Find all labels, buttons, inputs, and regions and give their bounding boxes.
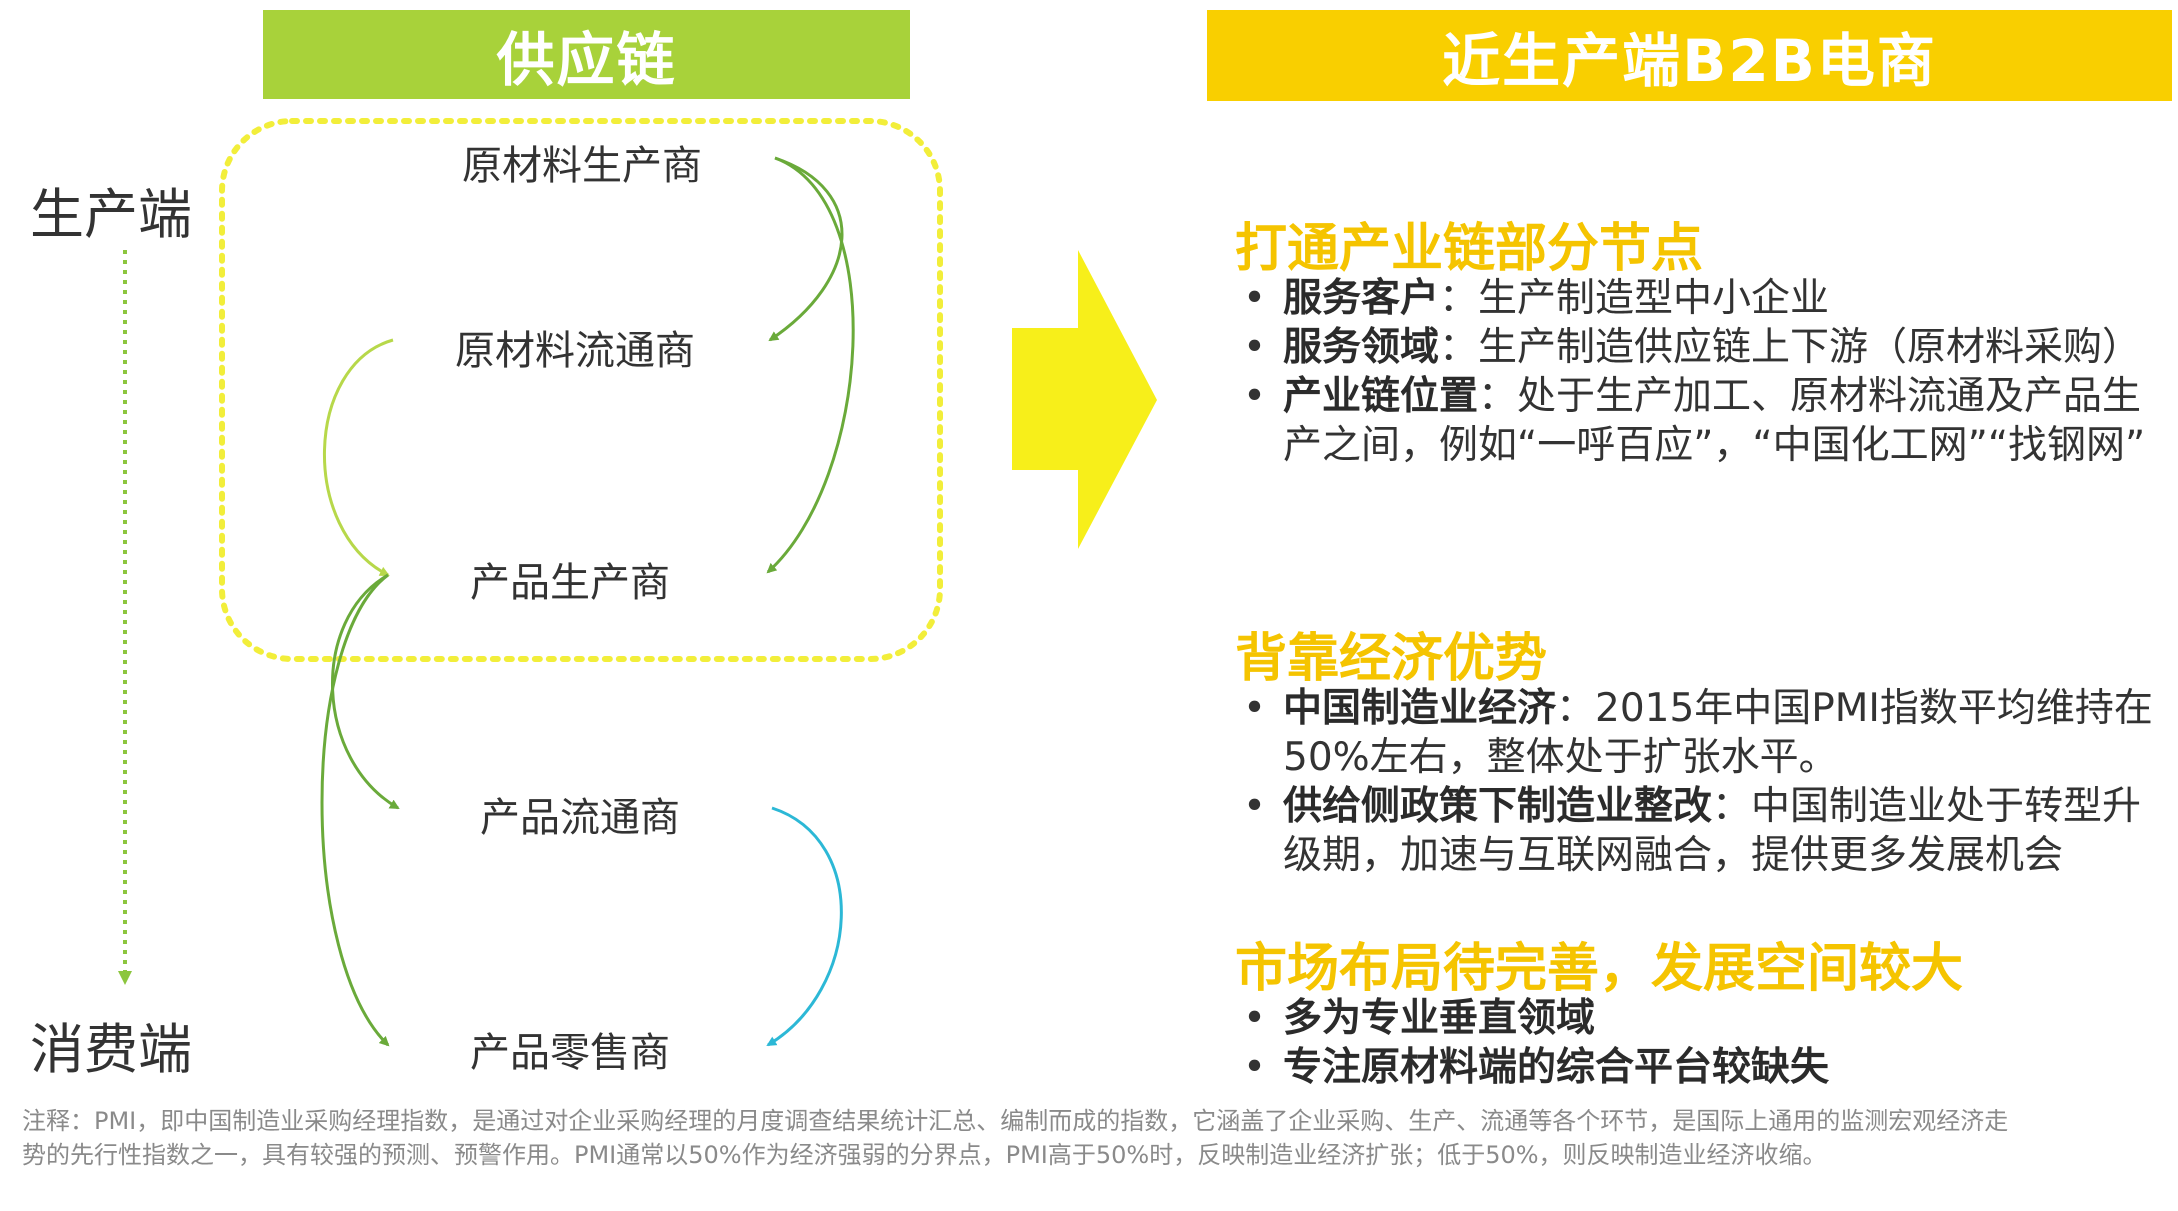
bullet-item: • 服务领域：生产制造供应链上下游（原材料采购）: [1235, 323, 2165, 372]
arrow-raw-distributor-to-manufacturer: [322, 338, 394, 577]
bullet-text: ：处于生产加工、原材料流通及产品生产之间，例如“一呼百应”，“中国化工网”“找钢…: [1283, 374, 2146, 468]
section-title-industry-chain: 打通产业链部分节点: [1235, 219, 1704, 279]
bullet-dot-icon: •: [1243, 276, 1267, 321]
bullet-item: • 专注原材料端的综合平台较缺失: [1235, 1043, 2165, 1092]
producer-end-label: 生产端: [30, 183, 192, 246]
bullet-item: • 供给侧政策下制造业整改：中国制造业处于转型升级期，加速与互联网融合，提供更多…: [1235, 782, 2165, 880]
bullet-bold-label: 服务领域: [1283, 325, 1440, 370]
node-product-distributor: 产品流通商: [480, 795, 680, 841]
bullet-bold-label: 中国制造业经济: [1283, 686, 1557, 731]
bullet-dot-icon: •: [1243, 996, 1267, 1041]
section-bullets-industry-chain: • 服务客户：生产制造型中小企业 • 服务领域：生产制造供应链上下游（原材料采购…: [1235, 274, 2165, 470]
bullet-text: ：生产制造供应链上下游（原材料采购）: [1439, 325, 2142, 370]
arrow-manufacturer-to-retailer: [320, 573, 390, 1047]
arrow-raw-producer-to-manufacturer: [766, 156, 855, 574]
b2b-ecommerce-banner-text: 近生产端B2B电商: [1442, 26, 1937, 95]
upstream-boundary: [219, 118, 943, 662]
bullet-bold-label: 多为专业垂直领域: [1283, 996, 1596, 1041]
bullet-item: • 中国制造业经济：2015年中国PMI指数平均维持在50%左右，整体处于扩张水…: [1235, 684, 2165, 782]
supply-chain-banner-text: 供应链: [496, 25, 677, 94]
section-bullets-economic-advantage: • 中国制造业经济：2015年中国PMI指数平均维持在50%左右，整体处于扩张水…: [1235, 684, 2165, 880]
supply-chain-banner: 供应链: [263, 10, 910, 99]
arrow-raw-producer-to-distributor: [768, 156, 844, 342]
bullet-dot-icon: •: [1243, 374, 1267, 419]
big-right-arrow: [1012, 250, 1157, 549]
section-title-market-layout: 市场布局待完善，发展空间较大: [1235, 939, 1964, 999]
bullet-item: • 服务客户：生产制造型中小企业: [1235, 274, 2165, 323]
b2b-ecommerce-banner: 近生产端B2B电商: [1207, 10, 2172, 101]
bullet-bold-label: 产业链位置: [1283, 374, 1479, 419]
bullet-text: ：中国制造业处于转型升级期，加速与互联网融合，提供更多发展机会: [1283, 784, 2142, 878]
bullet-dot-icon: •: [1243, 1045, 1267, 1090]
node-raw-material-distributor: 原材料流通商: [455, 328, 695, 374]
bullet-bold-label: 专注原材料端的综合平台较缺失: [1283, 1045, 1830, 1090]
node-raw-material-producer: 原材料生产商: [462, 143, 702, 189]
node-product-retailer: 产品零售商: [470, 1030, 670, 1076]
consumer-end-label: 消费端: [30, 1018, 192, 1081]
bullet-dot-icon: •: [1243, 686, 1267, 731]
bullet-dot-icon: •: [1243, 325, 1267, 370]
bullet-bold-label: 供给侧政策下制造业整改: [1283, 784, 1713, 829]
bullet-dot-icon: •: [1243, 784, 1267, 829]
bullet-text: ：2015年中国PMI指数平均维持在50%左右，整体处于扩张水平。: [1283, 686, 2153, 780]
section-title-economic-advantage: 背靠经济优势: [1235, 629, 1548, 689]
bullet-bold-label: 服务客户: [1283, 276, 1440, 321]
bullet-item: • 多为专业垂直领域: [1235, 994, 2165, 1043]
footnote: 注释：PMI，即中国制造业采购经理指数，是通过对企业采购经理的月度调查结果统计汇…: [22, 1107, 2009, 1169]
section-bullets-market-layout: • 多为专业垂直领域 • 专注原材料端的综合平台较缺失: [1235, 994, 2165, 1092]
arrow-distributor-to-retailer: [766, 806, 843, 1047]
bullet-item: • 产业链位置：处于生产加工、原材料流通及产品生产之间，例如“一呼百应”，“中国…: [1235, 372, 2165, 470]
arrow-manufacturer-to-distributor: [330, 573, 400, 810]
bullet-text: ：生产制造型中小企业: [1439, 276, 1830, 321]
node-product-manufacturer: 产品生产商: [470, 560, 670, 606]
